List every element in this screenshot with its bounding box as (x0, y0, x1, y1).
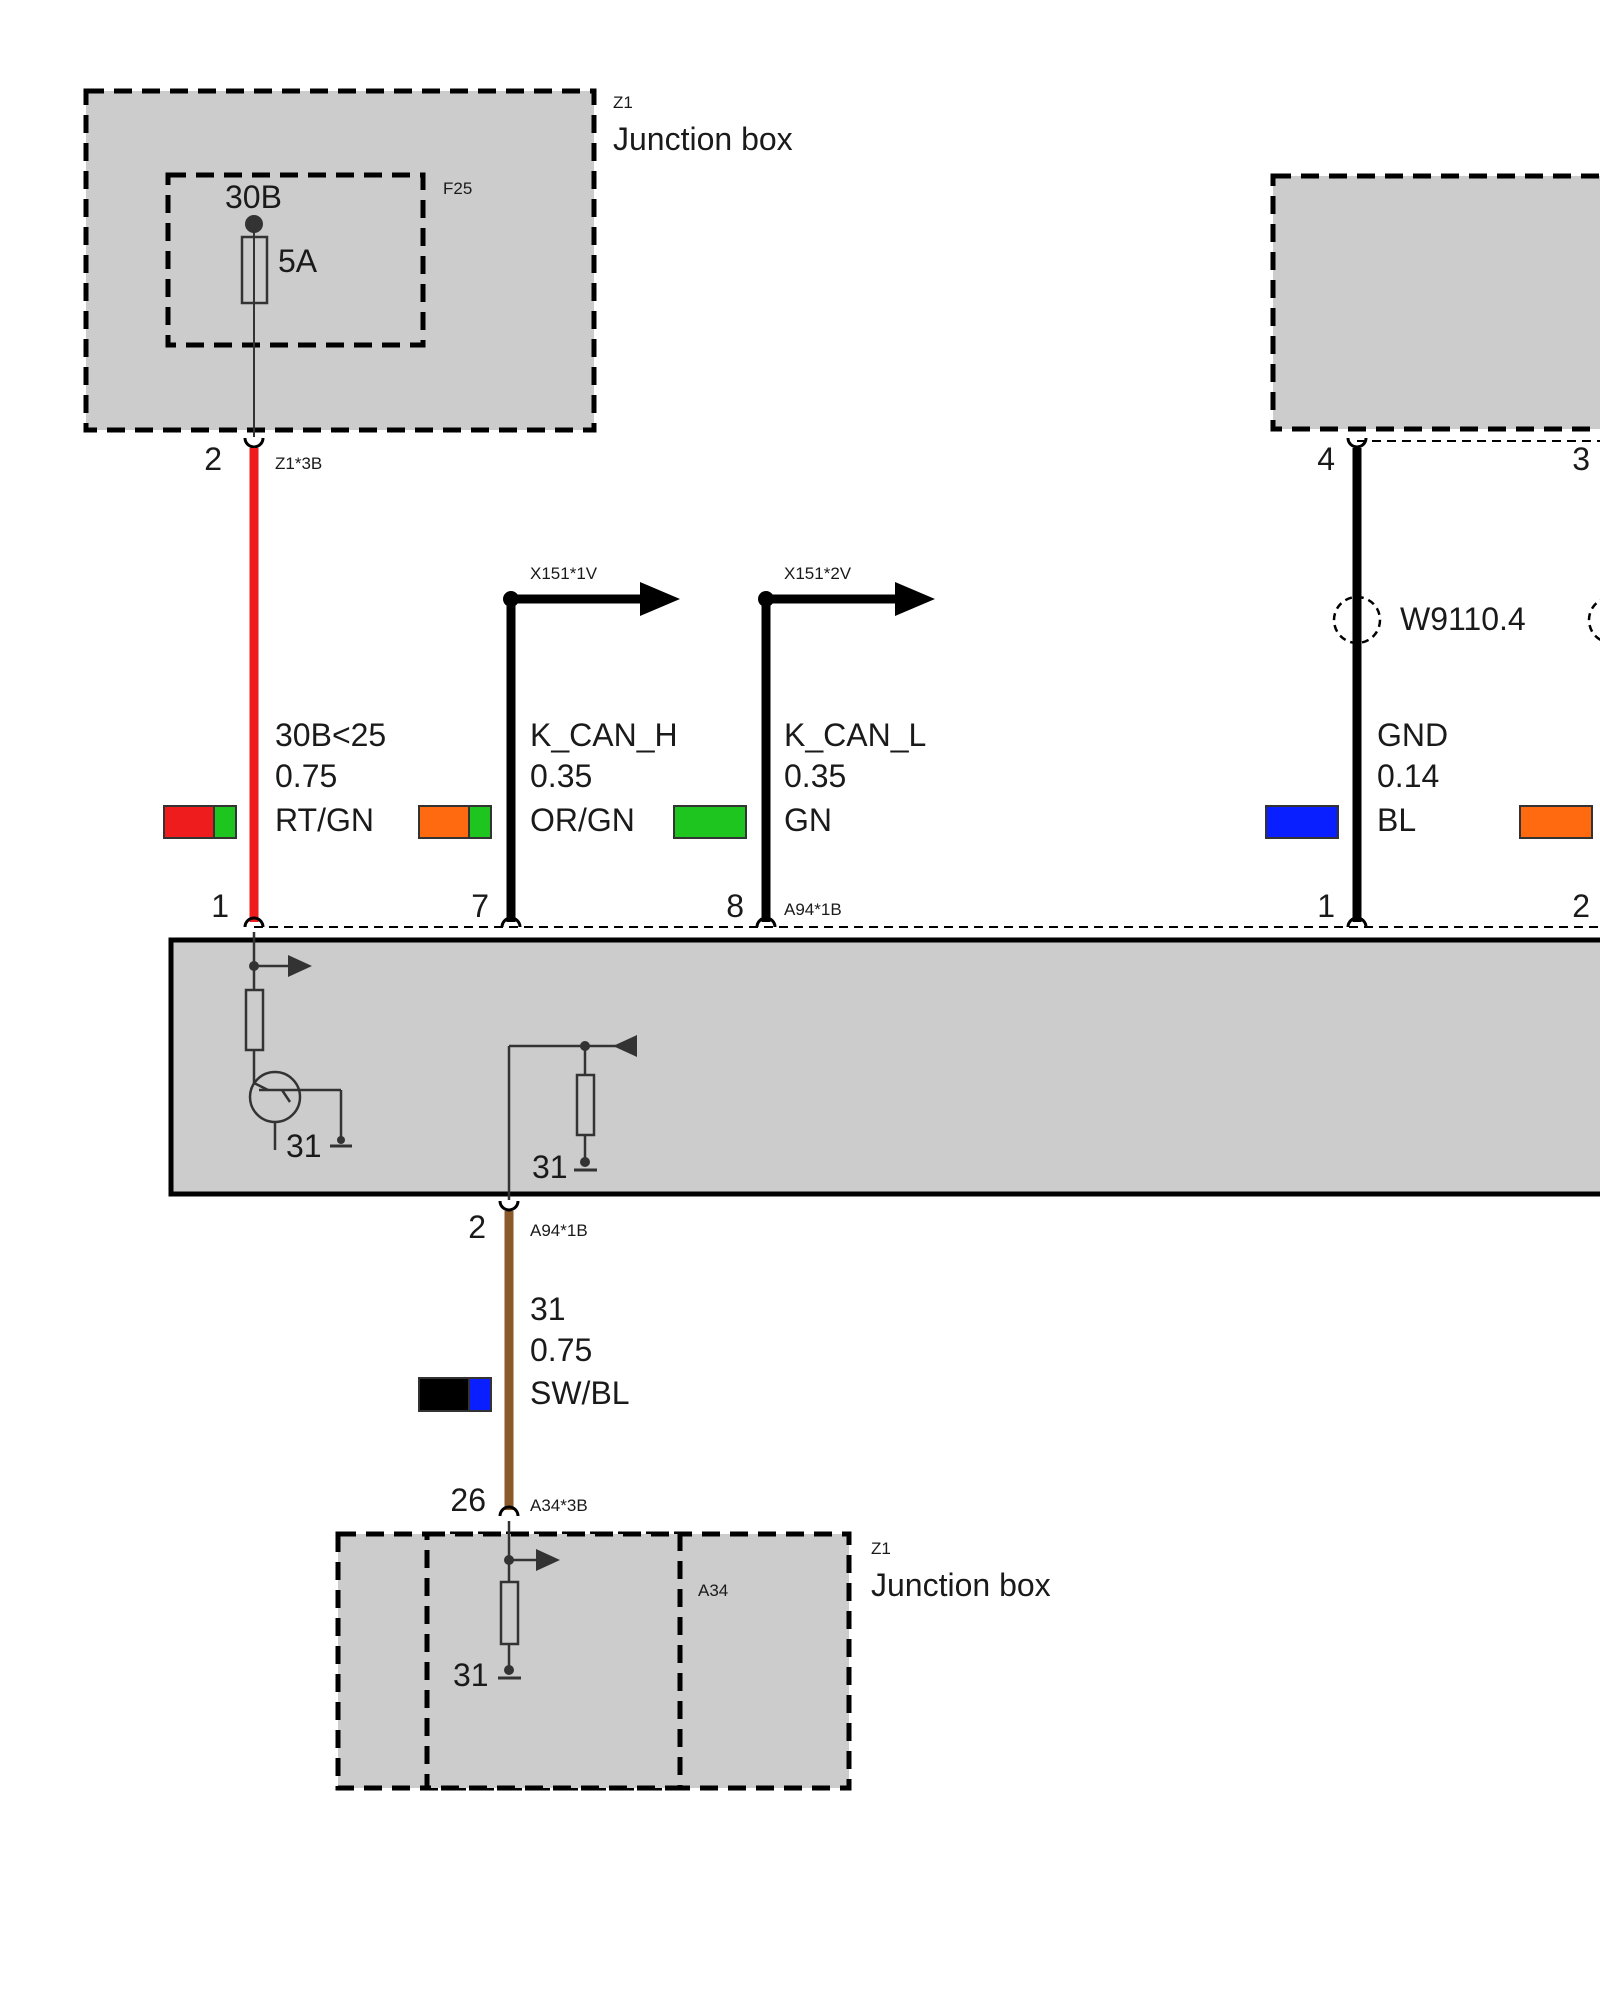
fuse-rating: 5A (278, 243, 318, 279)
junction-box-top-connector: Z1*3B (275, 454, 322, 473)
pin-cup-icon (1346, 916, 1368, 928)
fuse-holder: F25 30B 5A (165, 172, 472, 348)
wire-size: 0.14 (1377, 758, 1439, 794)
signal-arrow-icon (288, 955, 312, 977)
junction-box-bottom-ref: Z1 (871, 1539, 891, 1558)
k-can-l-branch: X151*2V (758, 564, 935, 616)
main-module-connector-top: A94*1B (784, 900, 842, 919)
shield-icon (1332, 595, 1382, 645)
shield-marker: W9110.4 (1332, 595, 1600, 645)
k-can-h-branch: X151*1V (503, 564, 680, 616)
pin-cup-icon (243, 437, 265, 449)
wire-label-gnd: GND 0.14 BL (1265, 717, 1593, 839)
main-module-pin-bottom: 2 (468, 1209, 486, 1245)
junction-box-bottom-name: Junction box (871, 1567, 1051, 1603)
module-top-right-frame (1270, 173, 1600, 432)
transistor-emitter (280, 1089, 292, 1103)
main-module-pin-1: 1 (211, 888, 229, 924)
wire-color-code: BL (1377, 802, 1416, 838)
main-module-pin-2-right: 2 (1572, 888, 1590, 924)
arrow-right-icon (895, 582, 935, 616)
main-module-pin-1-right: 1 (1317, 888, 1335, 924)
color-swatch-primary (163, 805, 215, 839)
pin-cup-icon (1346, 437, 1368, 449)
color-swatch-primary (418, 1377, 470, 1412)
color-swatch-stripe (468, 1377, 492, 1412)
wire-label-30b: 30B<25 0.75 RT/GN (163, 717, 386, 839)
transistor-stage: 31 (244, 932, 352, 1164)
junction-box-bottom-pin: 26 (450, 1482, 486, 1518)
junction-box-top-ref: Z1 (613, 93, 633, 112)
main-module-pin-7: 7 (471, 888, 489, 924)
module-top-right-pin-4: 4 (1317, 441, 1335, 477)
wire-label-k-can-l: K_CAN_L 0.35 GN (673, 717, 926, 839)
wire-signal: K_CAN_H (530, 717, 678, 753)
wire-label-k-can-h: K_CAN_H 0.35 OR/GN (418, 717, 678, 839)
module-top-right: 4 3 (1270, 173, 1600, 477)
wire-signal: GND (1377, 717, 1448, 753)
signal-arrow-icon (613, 1035, 637, 1057)
module-a34-frame (424, 1531, 683, 1791)
junction-box-bottom-connector: A34*3B (530, 1496, 588, 1515)
signal-arrow-icon (536, 1549, 560, 1571)
wire-size: 0.75 (530, 1332, 592, 1368)
shield-label: W9110.4 (1400, 601, 1526, 637)
pin-cup-icon (498, 1200, 520, 1212)
module-a34-ref: A34 (698, 1581, 728, 1600)
junction-box-top-name: Junction box (613, 121, 793, 157)
wire-signal: 30B<25 (275, 717, 386, 753)
junction-box-top-pin: 2 (204, 441, 222, 477)
main-module-frame (168, 937, 1600, 1197)
wire-signal: 31 (530, 1291, 566, 1327)
junction-box-top: Z1 Junction box F25 30B 5A (83, 88, 793, 437)
wire-size: 0.35 (530, 758, 592, 794)
shield-icon (1587, 598, 1600, 642)
color-swatch-primary (673, 805, 747, 839)
transistor-collector (253, 1081, 269, 1092)
color-swatch-primary (1265, 805, 1339, 839)
fuse-terminal-label: 30B (225, 179, 282, 215)
connector-x151-1v: X151*1V (530, 564, 598, 583)
pin-cup-icon (498, 1505, 520, 1517)
fuse-holder-frame (165, 172, 426, 348)
color-swatch-stripe (468, 805, 492, 839)
wire-color-code: GN (784, 802, 832, 838)
connector-x151-2v: X151*2V (784, 564, 852, 583)
color-swatch-primary (418, 805, 470, 839)
pin-cup-icon (500, 916, 522, 928)
wire-size: 0.75 (275, 758, 337, 794)
wire-label-31: 31 0.75 SW/BL (418, 1291, 630, 1412)
arrow-right-icon (640, 582, 680, 616)
ground-label: 31 (286, 1128, 322, 1164)
color-swatch-partial (1519, 805, 1593, 839)
pull-down-stage: 31 (507, 1035, 637, 1200)
pin-cup-icon (755, 916, 777, 928)
main-module-pin-8: 8 (726, 888, 744, 924)
junction-box-bottom: 26 A34*3B A34 Z1 Junction box 31 (335, 1482, 1051, 1791)
wire-color-code: RT/GN (275, 802, 374, 838)
ground-label: 31 (453, 1657, 489, 1693)
node-dot (504, 1665, 514, 1675)
wire-color-code: SW/BL (530, 1375, 630, 1411)
main-module-connector-bottom: A94*1B (530, 1221, 588, 1240)
pin-cup-icon (243, 916, 265, 928)
main-module: 1 7 8 A94*1B 1 2 31 (168, 888, 1600, 1245)
module-top-right-pin-3: 3 (1572, 441, 1590, 477)
node-dot (580, 1157, 590, 1167)
node-dot (337, 1136, 345, 1144)
ground-label: 31 (532, 1149, 568, 1185)
wire-size: 0.35 (784, 758, 846, 794)
color-swatch-stripe (213, 805, 237, 839)
wire-color-code: OR/GN (530, 802, 635, 838)
wire-signal: K_CAN_L (784, 717, 926, 753)
fuse-ref: F25 (443, 179, 472, 198)
